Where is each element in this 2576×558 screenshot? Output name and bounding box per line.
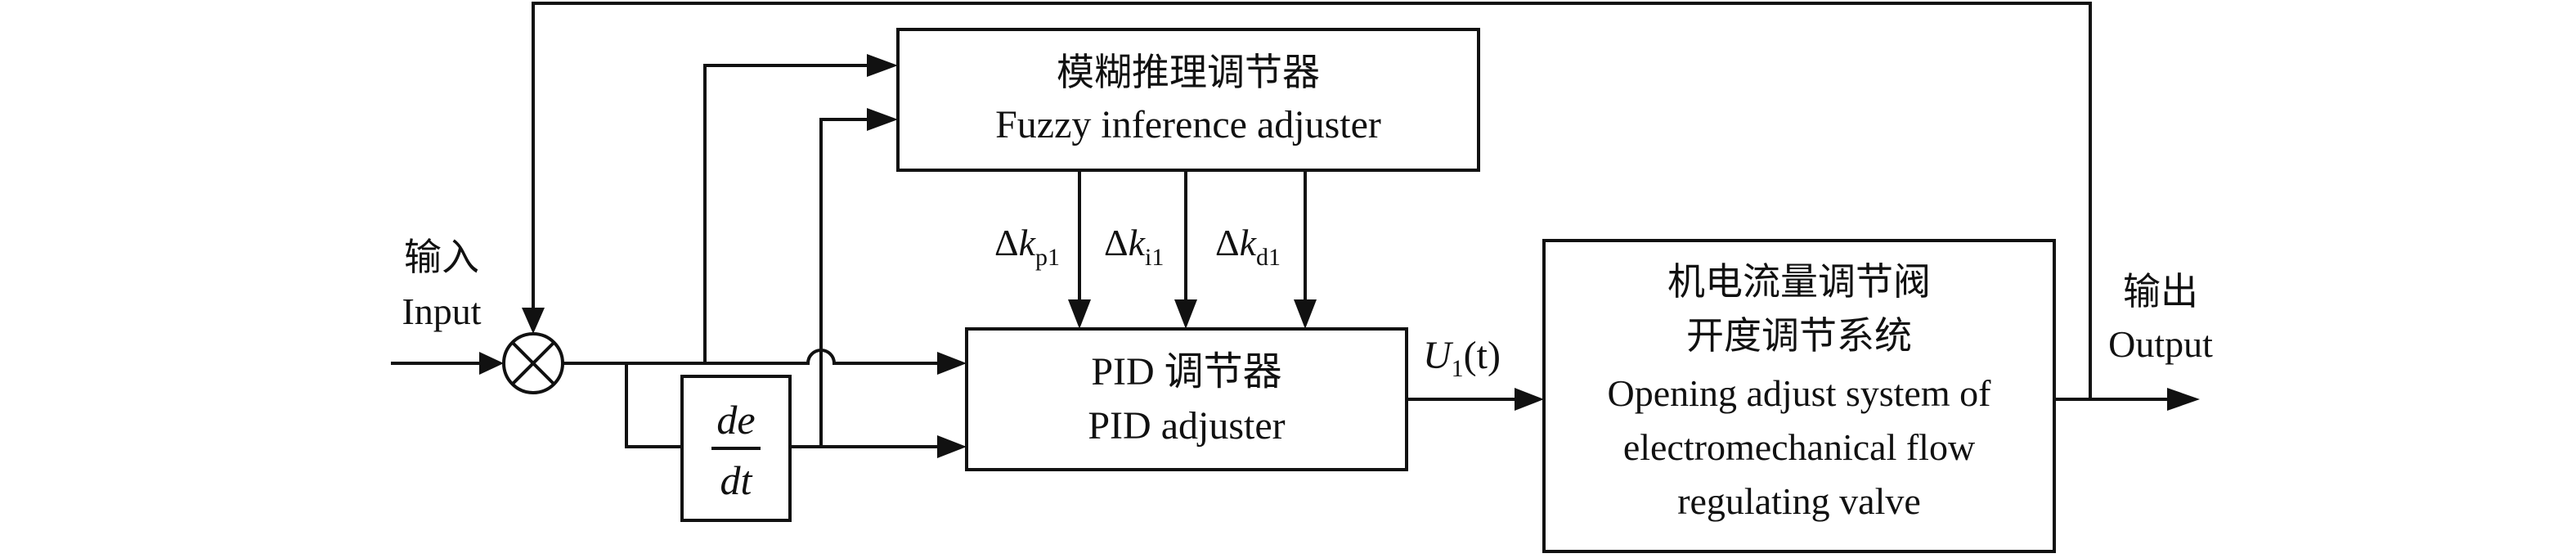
fuzzy-block-title-cn: 模糊推理调节器 <box>1057 52 1320 93</box>
derivative-to-fuzzy-line <box>819 118 870 447</box>
pid-block-title-cn: PID 调节器 <box>1091 350 1281 394</box>
derivative-block: de dt <box>680 375 792 522</box>
delta-ki-label: Δki1 <box>1104 222 1164 271</box>
input-label-cn: 输入 <box>404 236 479 278</box>
fuzzy-inference-block: 模糊推理调节器 Fuzzy inference adjuster <box>896 28 1480 172</box>
plant-title-en-2: electromechanical flow <box>1623 426 1976 468</box>
derivative-numerator: de <box>716 397 755 443</box>
error-to-fuzzy-line <box>703 64 870 363</box>
feedback-line <box>532 2 2092 399</box>
signal-wires <box>391 2 2169 448</box>
input-arrowhead <box>479 352 504 375</box>
output-label-cn: 输出 <box>2123 271 2198 313</box>
output-label-en: Output <box>2108 323 2213 365</box>
plant-title-cn-2: 开度调节系统 <box>1686 315 1912 357</box>
pid-block-title-en: PID adjuster <box>1088 404 1285 448</box>
fuzzy-block-title-en: Fuzzy inference adjuster <box>995 103 1381 146</box>
delta-kd-label: Δkd1 <box>1215 222 1281 271</box>
plant-input-arrowhead <box>1515 388 1544 411</box>
delta-kd-arrowhead <box>1294 299 1317 329</box>
delta-kp-label: Δkp1 <box>994 222 1060 271</box>
plant-title-cn-1: 机电流量调节阀 <box>1667 261 1931 303</box>
fuzzy-input-1-arrowhead <box>867 54 898 77</box>
output-arrowhead <box>2167 388 2200 411</box>
arrowheads <box>479 54 2200 458</box>
pid-adjuster-block: PID 调节器 PID adjuster <box>965 327 1408 471</box>
plant-title-en-3: regulating valve <box>1677 480 1921 522</box>
fuzzy-input-2-arrowhead <box>867 108 898 131</box>
summing-junction <box>502 332 564 394</box>
pid-input-2-arrowhead <box>937 435 967 458</box>
error-to-derivative-line <box>625 363 682 448</box>
plant-title-en-1: Opening adjust system of <box>1608 372 1992 414</box>
plant-block: 机电流量调节阀 开度调节系统 Opening adjust system of … <box>1542 239 2056 553</box>
input-label-en: Input <box>402 290 481 332</box>
derivative-denominator: dt <box>720 457 753 503</box>
pid-input-1-arrowhead <box>937 352 967 375</box>
feedback-arrowhead <box>522 308 545 334</box>
delta-ki-arrowhead <box>1174 299 1197 329</box>
pid-output-label: U1(t) <box>1423 334 1501 382</box>
delta-kp-arrowhead <box>1068 299 1091 329</box>
